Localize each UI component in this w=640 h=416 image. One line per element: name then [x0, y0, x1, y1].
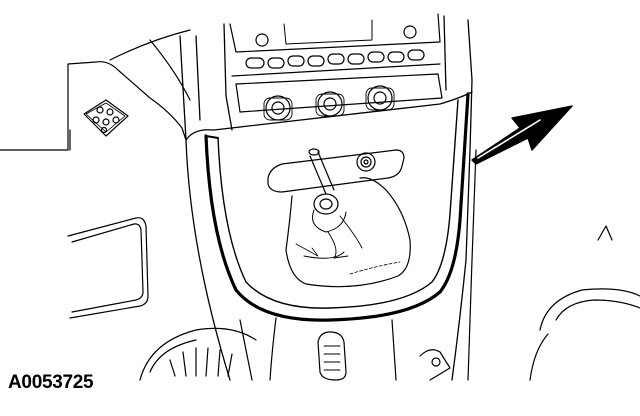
figure-id-label: A0053725 [8, 372, 94, 393]
left-dashboard-outline [0, 29, 191, 151]
shifter-gate-plate [267, 149, 405, 193]
console-housing [179, 15, 473, 381]
console-trim-bezel [204, 92, 470, 322]
climate-control-panel [235, 73, 443, 121]
right-console-edge [467, 149, 477, 381]
climate-knob-left [263, 95, 293, 121]
shifter-boot [285, 177, 411, 288]
climate-knob-right [365, 85, 395, 111]
shift-lever [308, 148, 347, 233]
left-seat-outline [139, 327, 257, 381]
left-side-panel [67, 217, 149, 319]
power-point [356, 152, 376, 172]
right-dashboard-outline [529, 225, 640, 381]
callout-arrow-icon [471, 105, 573, 165]
vent-grille [83, 99, 129, 137]
climate-knob-center [315, 91, 345, 117]
radio-unit [229, 13, 441, 77]
lower-console [239, 317, 451, 381]
